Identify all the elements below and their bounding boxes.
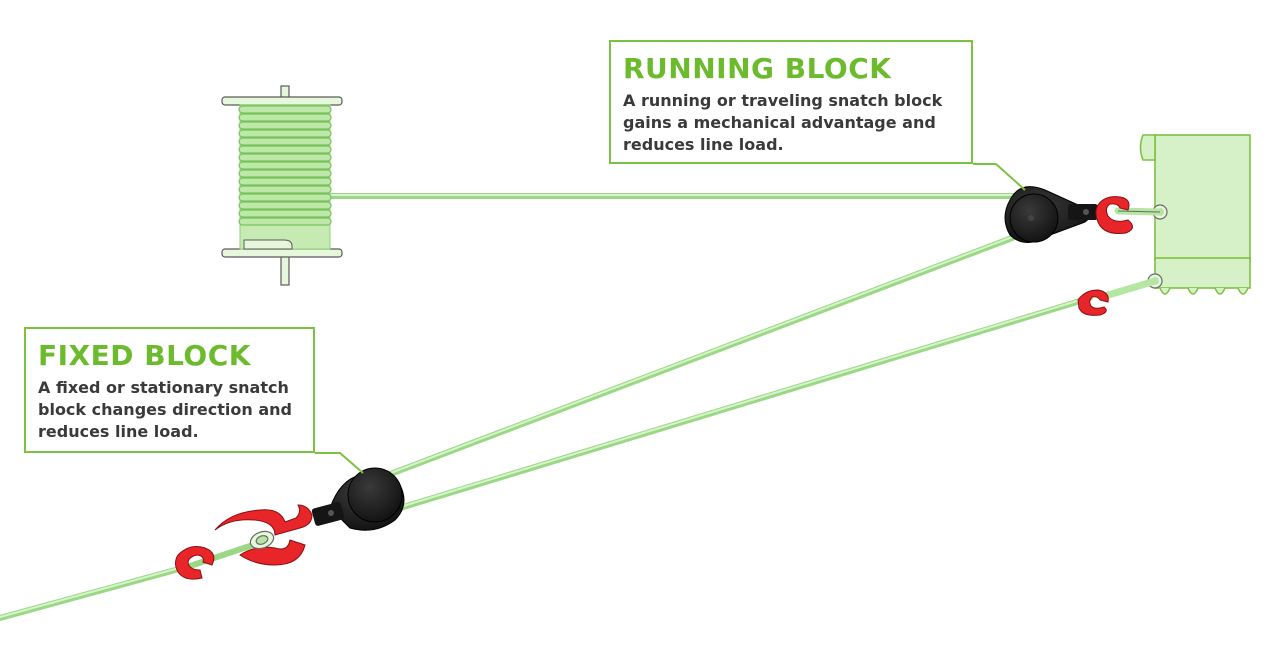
running-block-title: RUNNING BLOCK: [623, 52, 892, 85]
fixed-snatch-block: [311, 467, 405, 531]
winch-top-flange: [221, 96, 343, 106]
rope-lines: [0, 193, 1093, 621]
fixed-block-shackle: [249, 530, 275, 550]
running-snatch-block: [1004, 186, 1098, 243]
running-block-hook-icon: [1095, 196, 1133, 234]
winch-bottom-flange: [221, 248, 343, 258]
running-leader-line: [973, 163, 1026, 191]
fixed-block-callout: FIXED BLOCK A fixed or stationary snatch…: [24, 327, 315, 453]
fixed-leader-line: [315, 452, 364, 474]
fixed-block-title: FIXED BLOCK: [38, 339, 251, 372]
strap-hook-icon: [175, 546, 215, 580]
winch-rope-wraps: [238, 105, 332, 226]
running-block-description: A running or traveling snatch block gain…: [623, 91, 943, 154]
callout-leaders: [315, 163, 1026, 474]
load-anchor-hook-icon: [1077, 289, 1109, 316]
fixed-block-description: A fixed or stationary snatch block chang…: [38, 378, 292, 441]
load-object: [1139, 134, 1251, 295]
running-block-callout: RUNNING BLOCK A running or traveling sna…: [609, 40, 973, 164]
winch-drum: [221, 85, 343, 286]
